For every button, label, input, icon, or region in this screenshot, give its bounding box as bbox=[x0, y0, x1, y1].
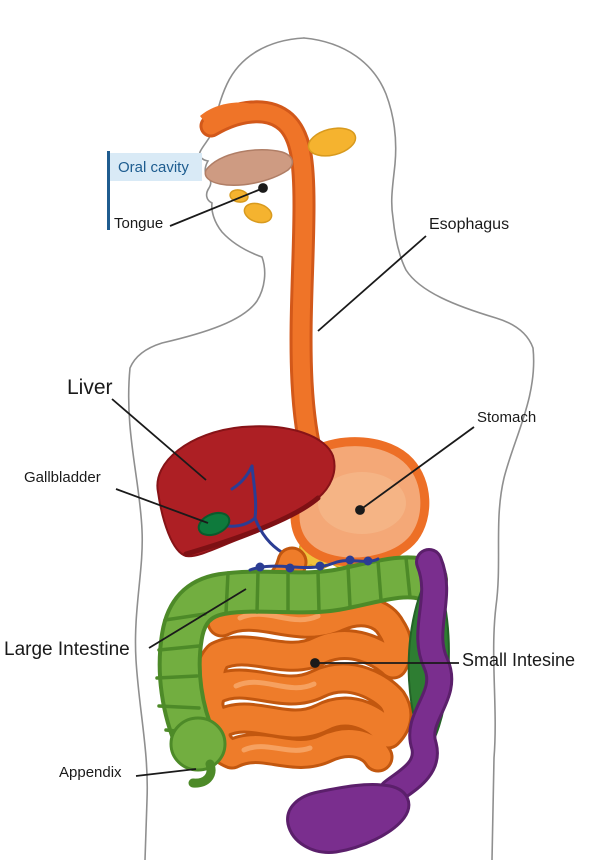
pointer-dot-stomach bbox=[355, 505, 365, 515]
tongue-shape bbox=[204, 149, 294, 186]
pointer-dot-tongue bbox=[258, 183, 268, 193]
cecum-shape bbox=[169, 716, 227, 772]
pointer-line-gallbladder bbox=[115, 488, 209, 524]
rectum-shape bbox=[286, 548, 454, 854]
bile-ducts-shape bbox=[225, 464, 285, 555]
appendix-shape bbox=[188, 759, 216, 788]
gallbladder-shape bbox=[197, 511, 231, 537]
esophagus-shape bbox=[199, 100, 325, 472]
liver-label: Liver bbox=[67, 376, 113, 399]
oral-cavity-label: Oral cavity bbox=[118, 158, 189, 176]
small-intestine-label: Small Intesine bbox=[462, 650, 576, 670]
pointer-lines bbox=[111, 183, 475, 777]
gallbladder-label: Gallbladder bbox=[24, 469, 101, 486]
stomach-label: Stomach bbox=[477, 409, 537, 426]
oral-cavity-label-box: Oral cavity bbox=[110, 153, 202, 181]
pointer-line-tongue bbox=[169, 188, 262, 227]
pointer-line-appendix bbox=[135, 768, 197, 777]
appendix-label: Appendix bbox=[59, 764, 122, 781]
large-intestine-label: Large Intestine bbox=[4, 639, 130, 660]
pointer-line-esophagus bbox=[317, 235, 427, 332]
pointer-line-large-intestine bbox=[148, 588, 247, 649]
large-intestine-shape bbox=[155, 555, 448, 788]
pointer-dot-small-intestine bbox=[310, 658, 320, 668]
tongue-label: Tongue bbox=[114, 215, 164, 232]
pointer-line-liver bbox=[111, 398, 207, 481]
esophagus-label: Esophagus bbox=[429, 216, 510, 233]
pointer-line-stomach bbox=[359, 426, 475, 511]
oral-cavity-bracket bbox=[107, 151, 110, 230]
body-outline bbox=[127, 37, 535, 860]
mesenteric-vessels-shape bbox=[248, 555, 380, 573]
